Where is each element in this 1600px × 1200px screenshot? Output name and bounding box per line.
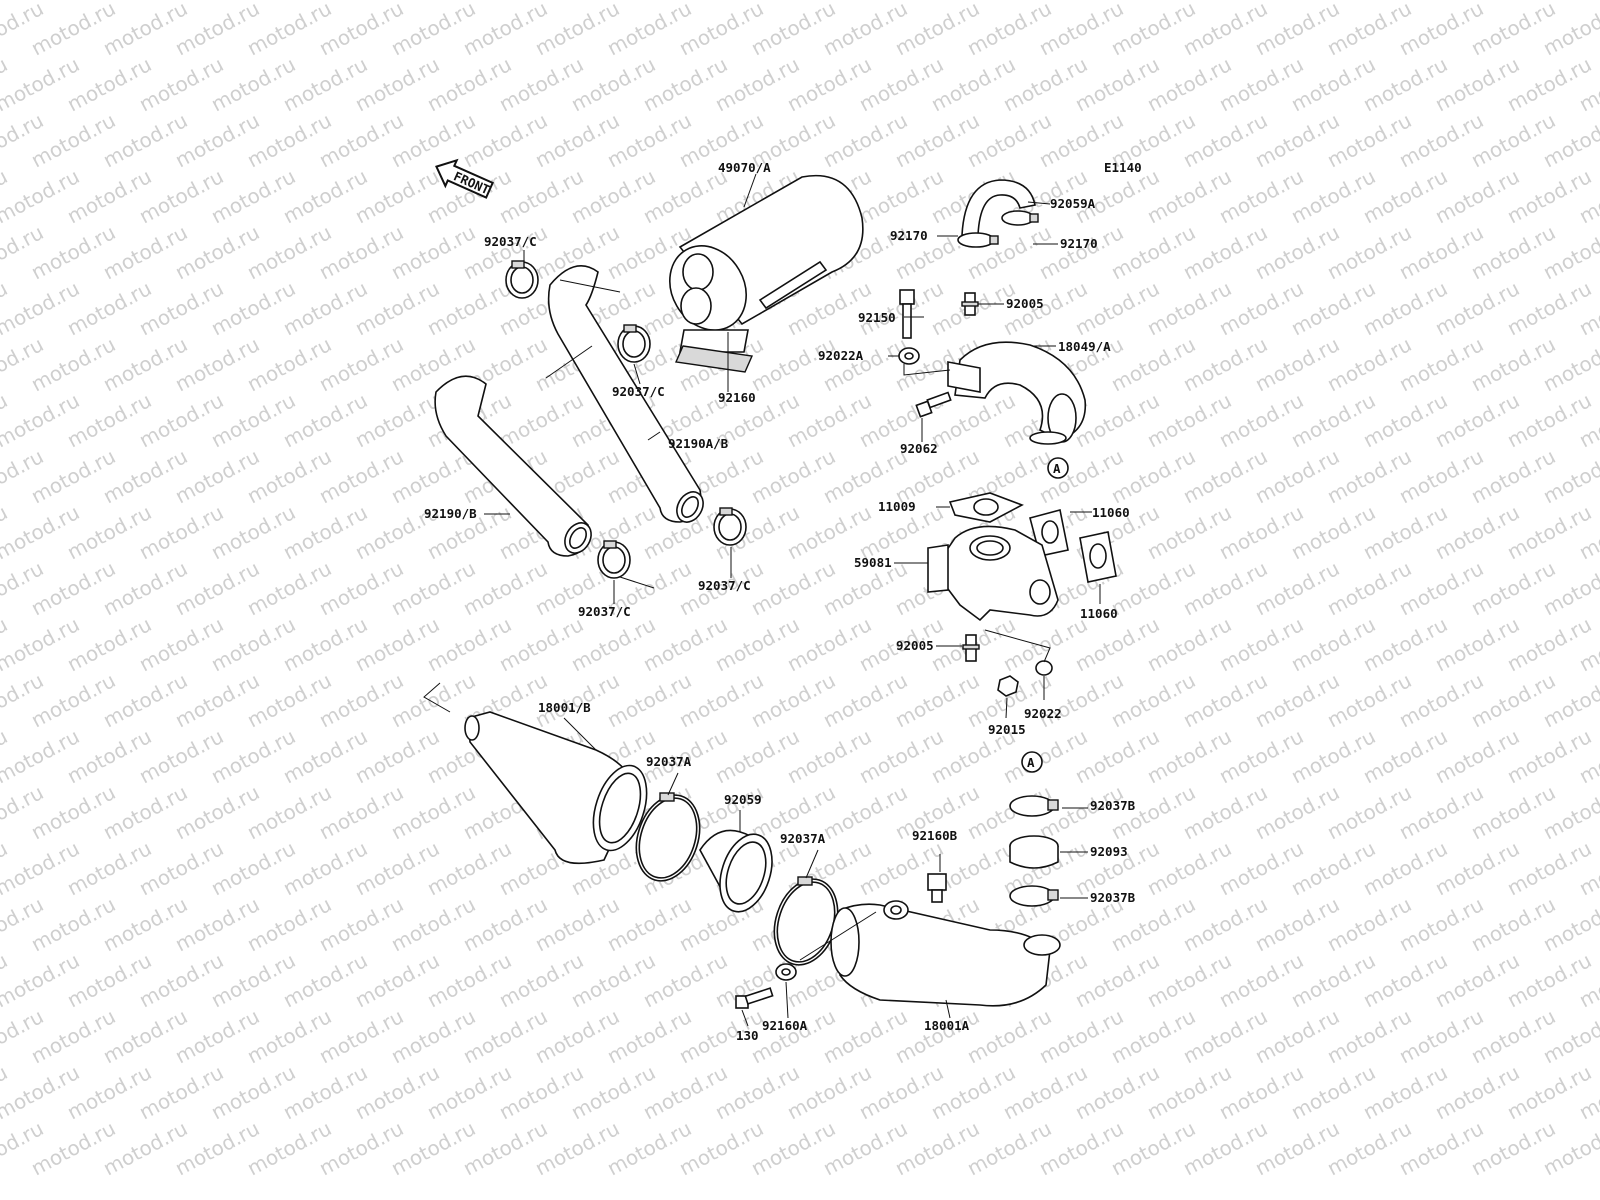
callout-a-bottom: A [1021,751,1043,773]
label-49070A: 49070/A [718,160,771,175]
plug-92160B[interactable] [927,873,947,903]
label-92170-left: 92170 [890,228,928,243]
washer-92022[interactable] [1035,660,1053,676]
bolt-92062[interactable] [915,391,952,418]
label-92015: 92015 [988,722,1026,737]
part-labels: 49070/A 92059A 92170 92170 92005 92150 1… [424,160,1136,1043]
label-92190B: 92190/B [424,506,477,521]
clamp-92170-right[interactable] [1001,210,1039,226]
label-130: 130 [736,1028,759,1043]
manifold-59081[interactable] [927,525,1059,622]
label-92062: 92062 [900,441,938,456]
fitting-92005-top[interactable] [961,292,979,316]
gasket-11009[interactable] [948,492,1024,523]
label-92170-right: 92170 [1060,236,1098,251]
label-92005-bottom: 92005 [896,638,934,653]
clamp-92037B-2[interactable] [1009,885,1059,907]
gasket-11060-b[interactable] [1079,531,1117,583]
label-92022: 92022 [1024,706,1062,721]
clamp-92037C-4[interactable] [713,507,747,546]
label-92150: 92150 [858,310,896,325]
clamp-92037C-2[interactable] [617,324,651,363]
hose-92190B[interactable] [434,375,596,558]
label-92093: 92093 [1090,844,1128,859]
label-92190AB: 92190A/B [668,436,729,451]
expansion-chamber-18001B[interactable] [464,711,656,865]
fitting-92005-bottom[interactable] [962,634,980,662]
clamp-92037C-3[interactable] [597,540,631,579]
label-92059A: 92059A [1050,196,1096,211]
diagram-code: E1140 [1104,160,1142,175]
label-18049A: 18049/A [1058,339,1111,354]
label-92005-top: 92005 [1006,296,1044,311]
label-92037C-3: 92037/C [578,604,631,619]
label-92037C-4: 92037/C [698,578,751,593]
label-92037B-2: 92037B [1090,890,1136,905]
label-11009: 11009 [878,499,916,514]
label-92059: 92059 [724,792,762,807]
nut-92015[interactable] [997,675,1019,697]
elbow-18049A[interactable] [947,341,1087,445]
watermark-text: motod.ru [0,0,83,4]
hose-92190AB[interactable] [547,265,709,527]
clamp-92037B-1[interactable] [1009,795,1059,817]
callout-a-top: A [1047,457,1069,479]
label-92037C-2: 92037/C [612,384,665,399]
bolt-130[interactable] [735,987,774,1009]
label-92037B-1: 92037B [1090,798,1136,813]
label-59081: 59081 [854,555,892,570]
washer-92160A[interactable] [775,963,797,981]
muffler-49070A[interactable] [655,174,864,373]
leader-lines [423,173,1101,1027]
label-11060-b: 11060 [1080,606,1118,621]
label-18001B: 18001/B [538,700,591,715]
label-92037A-1: 92037A [646,754,692,769]
label-92160: 92160 [718,390,756,405]
exhaust-pipe-18001A[interactable] [830,900,1061,1007]
label-92022A: 92022A [818,348,864,363]
sleeve-92093[interactable] [1009,835,1059,869]
coupler-92059[interactable] [699,828,781,919]
clamp-92037A-1[interactable] [626,787,710,889]
washer-92022A[interactable] [898,347,920,365]
label-11060-a: 11060 [1092,505,1130,520]
label-92037C-1: 92037/C [484,234,537,249]
clamp-92037A-2[interactable] [764,871,848,973]
label-92160A: 92160A [762,1018,808,1033]
label-92037A-2: 92037A [780,831,826,846]
watermark-text: motod.ru [1575,0,1600,4]
svg-text:A: A [1027,755,1035,770]
bolt-92150[interactable] [899,289,915,339]
label-18001A: 18001A [924,1018,970,1033]
svg-text:A: A [1053,461,1061,476]
clamp-92170-left[interactable] [957,232,999,248]
hose-92059A[interactable] [961,179,1036,236]
label-92160B: 92160B [912,828,958,843]
clamp-92037C-1[interactable] [505,260,539,299]
